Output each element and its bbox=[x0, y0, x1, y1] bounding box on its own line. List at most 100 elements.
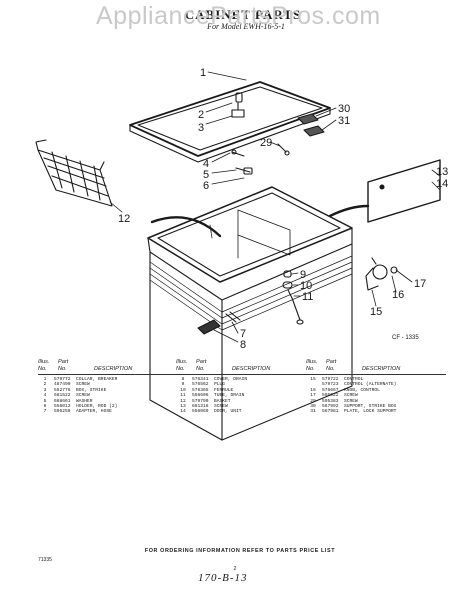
part-description: PLUG bbox=[214, 382, 226, 388]
part-description: COLLAR, BREAKER bbox=[76, 377, 118, 382]
table-row: 29 595383 SCREW bbox=[306, 399, 446, 404]
illus-number: 30 bbox=[310, 403, 316, 409]
part-number: 681318 bbox=[192, 403, 209, 409]
callout-7: 7 bbox=[240, 328, 246, 340]
callout-13: 13 bbox=[436, 166, 448, 178]
figure-code: CF - 1335 bbox=[392, 335, 419, 341]
callout-17: 17 bbox=[414, 278, 426, 290]
illus-number: 6 bbox=[43, 403, 47, 409]
callout-16: 16 bbox=[392, 289, 404, 301]
part-description: TUBE, DRAIN bbox=[214, 393, 245, 399]
part-number: 579723 bbox=[322, 382, 339, 388]
illus-number: 5 bbox=[43, 398, 47, 404]
part-number: 596259 bbox=[54, 409, 71, 415]
part-number: 688661 bbox=[54, 398, 71, 404]
table-header: Illus. Part No. No. DESCRIPTION bbox=[306, 359, 401, 372]
illus-number: 4 bbox=[43, 393, 47, 399]
illus-number: 11 bbox=[180, 393, 186, 399]
callout-10: 10 bbox=[300, 280, 312, 292]
part-description: CONTROL bbox=[344, 377, 364, 382]
illus-number: 13 bbox=[180, 403, 186, 409]
part-number: 579772 bbox=[54, 377, 71, 382]
callout-6: 6 bbox=[203, 180, 209, 192]
part-description: ADAPTER, HOSE bbox=[76, 409, 112, 415]
page-title: CABINET PARTS bbox=[184, 7, 302, 22]
illus-number: 14 bbox=[180, 409, 186, 415]
table-row: 1 579772 COLLAR, BREAKER bbox=[38, 377, 178, 382]
part-number: 556013 bbox=[54, 403, 71, 409]
unit-door-drawing bbox=[367, 159, 441, 223]
part-number: 579722 bbox=[322, 377, 339, 382]
callout-5: 5 bbox=[203, 169, 209, 181]
parts-list: 15 579722 CONTROL 579723 CONTROL (ALTERNATE)… bbox=[306, 377, 446, 415]
part-description: SCREW bbox=[344, 398, 358, 404]
basket-drawing bbox=[35, 139, 113, 207]
part-number: 556069 bbox=[192, 409, 209, 415]
part-description: SCREW bbox=[344, 393, 358, 399]
part-number: 595383 bbox=[322, 398, 339, 404]
illus-number: 1 bbox=[43, 377, 47, 382]
part-description: BOX, STRIKE bbox=[76, 387, 107, 393]
part-number: 579790 bbox=[192, 398, 209, 404]
callout-9: 9 bbox=[300, 269, 306, 281]
table-row: 6 556013 HOLDER, ROD (2) bbox=[38, 404, 178, 409]
part-description: HOLDER, ROD (2) bbox=[76, 403, 118, 409]
illus-number: 17 bbox=[310, 393, 316, 399]
strike-plate-drawing bbox=[297, 113, 325, 137]
part-number: 681522 bbox=[54, 393, 71, 399]
part-description: PLATE, LOCK SUPPORT bbox=[344, 409, 397, 415]
part-description: SCREW bbox=[214, 403, 228, 409]
table-row: 13 681318 SCREW bbox=[176, 404, 316, 409]
illus-number: 12 bbox=[180, 398, 186, 404]
header-rule bbox=[176, 374, 316, 375]
illus-number: 29 bbox=[310, 398, 316, 404]
part-number: 576341 bbox=[192, 377, 209, 382]
callout-8: 8 bbox=[240, 339, 246, 351]
model-subtitle: For Model EWH-16-5-1 bbox=[207, 22, 285, 31]
part-description: FERRULE bbox=[214, 387, 234, 393]
illus-number: 7 bbox=[43, 409, 47, 415]
lid-drawing bbox=[129, 81, 331, 163]
illus-number: 15 bbox=[310, 377, 316, 382]
part-description: SUPPORT, STRIKE BOX bbox=[344, 403, 397, 409]
table-row: 11 556606 TUBE, DRAIN bbox=[176, 393, 316, 398]
page-number: 2 bbox=[233, 566, 237, 572]
part-number: 576562 bbox=[192, 382, 209, 388]
part-number: 567981 bbox=[322, 409, 339, 415]
drain-parts-drawing bbox=[197, 270, 304, 335]
part-number: 556606 bbox=[192, 393, 209, 399]
table-row: 31 567981 PLATE, LOCK SUPPORT bbox=[306, 409, 446, 414]
callout-4: 4 bbox=[203, 158, 209, 170]
illus-number: 16 bbox=[310, 387, 316, 393]
part-description: COVER, DRAIN bbox=[214, 377, 248, 382]
table-row: 14 556069 DOOR, UNIT bbox=[176, 409, 316, 414]
callout-2: 2 bbox=[198, 109, 204, 121]
header-rule bbox=[306, 374, 446, 375]
illus-number: 31 bbox=[310, 409, 316, 415]
part-description: SCREW bbox=[76, 382, 90, 388]
illus-number: 3 bbox=[43, 387, 47, 393]
part-description: DOOR, UNIT bbox=[214, 409, 242, 415]
table-row: 10 576365 FERRULE bbox=[176, 388, 316, 393]
part-description: BASKET bbox=[214, 398, 231, 404]
illus-number: 10 bbox=[180, 387, 186, 393]
part-number: 576365 bbox=[192, 387, 209, 393]
table-row: 579723 CONTROL (ALTERNATE) bbox=[306, 382, 446, 387]
table-header: Illus. Part No. No. DESCRIPTION bbox=[176, 359, 271, 372]
ordering-note: FOR ORDERING INFORMATION REFER TO PARTS … bbox=[144, 548, 336, 554]
part-description: WASHER bbox=[76, 398, 93, 404]
part-description: CONTROL (ALTERNATE) bbox=[344, 382, 397, 388]
corner-code: 71335 bbox=[38, 557, 52, 563]
callout-14: 14 bbox=[436, 178, 448, 190]
table-row: 7 596259 ADAPTER, HOSE bbox=[38, 409, 178, 414]
